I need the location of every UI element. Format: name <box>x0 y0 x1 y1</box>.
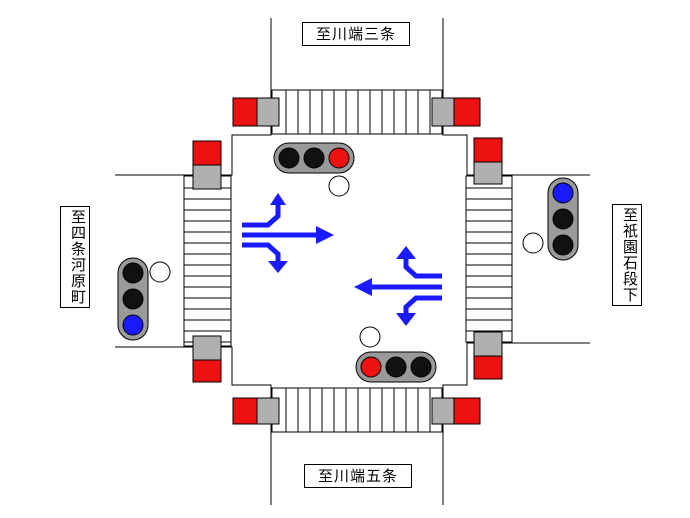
aux-circle-west <box>149 261 171 283</box>
ped-signal-east-bottom <box>473 331 503 380</box>
arrow-head <box>354 278 372 296</box>
ped-signal-west-bottom <box>192 335 222 383</box>
signal-lamp-off <box>410 356 432 378</box>
label-east: 至祇園石段下 <box>612 204 642 306</box>
aux-circles <box>149 175 544 348</box>
crosswalk-north <box>271 89 443 135</box>
direction-arrows <box>242 193 442 326</box>
arrow-head <box>268 261 288 273</box>
signal-lamp-red <box>360 356 382 378</box>
signal-lamp-red <box>328 147 350 169</box>
signal-lamp-off <box>552 234 574 256</box>
crosswalk-east <box>465 175 513 343</box>
arrow-left-turn <box>403 295 442 314</box>
signal-lamp-off <box>303 147 325 169</box>
ped-signal-south-right <box>431 397 481 425</box>
signal-lamp-off <box>385 356 407 378</box>
label-west: 至四条河原町 <box>60 206 90 308</box>
arrow-head <box>316 226 334 244</box>
label-south: 至川端五条 <box>304 464 412 488</box>
ped-signal-north-left <box>232 97 280 127</box>
arrow-head <box>396 246 416 259</box>
label-north: 至川端三条 <box>302 22 410 46</box>
ped-signal-east-top <box>473 137 503 185</box>
crosswalk-west <box>183 175 232 347</box>
signal-lamp-blue <box>552 182 574 204</box>
vehicle-signal-west <box>117 257 149 341</box>
signal-lamp-off <box>122 288 144 310</box>
vehicle-signal-north <box>273 142 355 174</box>
vehicle-signal-east <box>547 177 579 261</box>
crosswalk-south <box>271 387 443 433</box>
arrow-left-turn <box>242 203 281 228</box>
vehicle-signal-south <box>355 351 437 383</box>
arrow-head <box>396 313 416 326</box>
aux-circle-north <box>328 175 350 197</box>
aux-circle-east <box>522 232 544 254</box>
ped-signal-west-top <box>192 140 222 190</box>
arrow-head <box>270 193 286 205</box>
arrow-right-turn <box>403 258 442 279</box>
arrow-right-turn <box>242 242 281 262</box>
signal-lamp-off <box>122 262 144 284</box>
ped-signal-north-right <box>431 97 481 127</box>
signal-lamp-off <box>552 208 574 230</box>
signal-lamp-off <box>278 147 300 169</box>
ped-signal-south-left <box>232 397 280 425</box>
signal-lamp-blue <box>122 314 144 336</box>
aux-circle-south <box>359 326 381 348</box>
pedestrian-signals <box>192 97 503 425</box>
